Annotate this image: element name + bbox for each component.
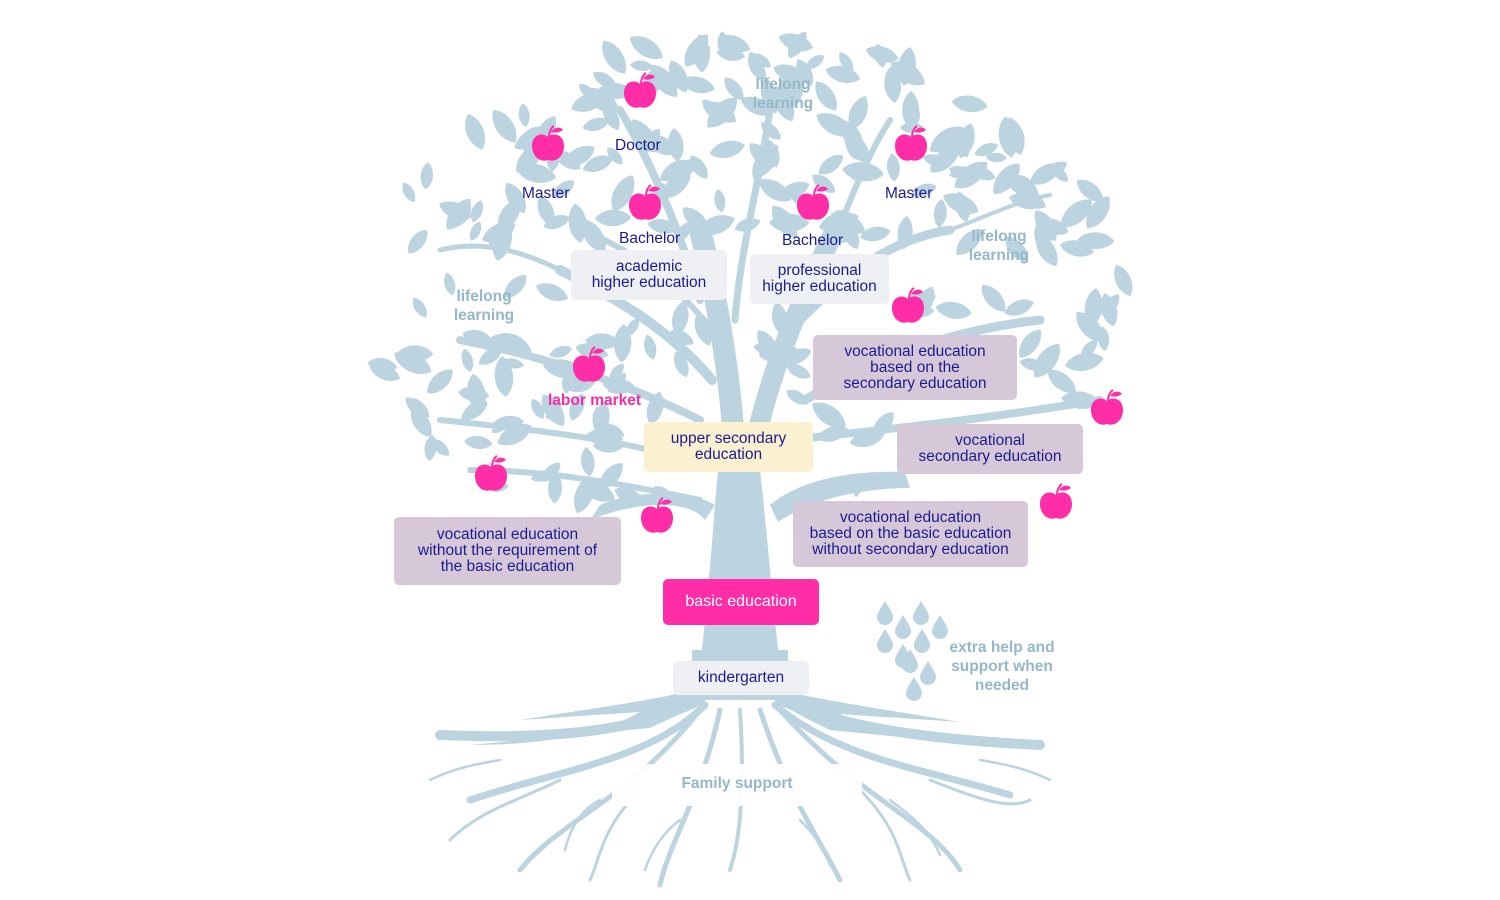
leaf-icon: [533, 278, 572, 306]
leaf-icon: [950, 93, 989, 115]
leaf-icon: [625, 29, 668, 66]
water-drop-icon: [895, 615, 911, 639]
degree-label-master-right: Master: [885, 185, 933, 202]
leaf-icon: [579, 446, 597, 478]
labor-market-label: labor market: [548, 392, 642, 409]
leaf-icon: [641, 333, 659, 362]
leaf-icon: [466, 219, 485, 243]
vocational-education-secondary-based-box: vocational education based on the second…: [813, 335, 1017, 400]
degree-label-doctor: Doctor: [615, 137, 661, 154]
apple-icon: [474, 455, 508, 492]
water-drop-icon: [877, 629, 893, 653]
leaf-icon: [629, 59, 654, 73]
leaf-icon: [403, 225, 433, 258]
apple-icon: [1090, 389, 1124, 426]
leaf-icon: [517, 102, 531, 128]
degree-label-bachelor-left: Bachelor: [619, 230, 681, 247]
lifelong-learning-left: lifelong learning: [453, 288, 515, 324]
leaf-icon: [419, 161, 435, 190]
leaf-icon: [1002, 295, 1037, 320]
water-drop-icon: [913, 601, 929, 625]
water-drop-icon: [932, 615, 948, 639]
leaf-icon: [398, 180, 419, 205]
leaf-icon: [707, 137, 747, 162]
water-drop-icon: [906, 677, 922, 701]
degree-label-bachelor-right: Bachelor: [782, 232, 844, 249]
apple-icon: [891, 287, 925, 324]
tree-roots: [428, 650, 1052, 888]
kindergarten-box: kindergarten: [673, 661, 809, 695]
degree-label-master-left: Master: [522, 185, 570, 202]
lifelong-learning-top: lifelong learning: [752, 76, 814, 112]
lifelong-learning-right: lifelong learning: [968, 228, 1030, 264]
vocational-education-basic-based-box: vocational education based on the basic …: [793, 501, 1028, 567]
leaf-icon: [463, 434, 494, 451]
leaf-icon: [594, 209, 632, 227]
upper-secondary-education-box: upper secondary education: [644, 422, 813, 472]
water-drop-icon: [914, 629, 930, 653]
leaf-icon: [712, 188, 728, 214]
professional-higher-education-box: professional higher education: [750, 254, 889, 304]
leaf-icon: [934, 298, 974, 322]
apple-icon: [623, 72, 657, 109]
apple-icon: [628, 184, 662, 221]
vocational-education-without-basic-box: vocational education without the require…: [394, 517, 621, 585]
apple-icon: [1039, 483, 1073, 520]
basic-education-box: basic education: [663, 579, 819, 625]
leaf-icon: [666, 127, 686, 163]
leaf-icon: [1063, 349, 1106, 375]
water-drop-icon: [877, 601, 893, 625]
family-support-label: Family support: [681, 775, 793, 792]
leaf-icon: [459, 347, 476, 374]
academic-higher-education-box: academic higher education: [571, 250, 727, 300]
extra-help-label: extra help and support when needed: [949, 639, 1055, 694]
vocational-secondary-education-box: vocational secondary education: [897, 424, 1083, 474]
water-drop-icon: [920, 661, 936, 685]
leaf-icon: [932, 198, 949, 229]
leaf-icon: [1109, 261, 1138, 300]
leaf-icon: [409, 294, 431, 321]
leaf-icon: [459, 110, 491, 153]
leaf-icon: [885, 152, 901, 183]
family-support-panel: [612, 764, 862, 806]
leaf-icon: [547, 342, 574, 361]
